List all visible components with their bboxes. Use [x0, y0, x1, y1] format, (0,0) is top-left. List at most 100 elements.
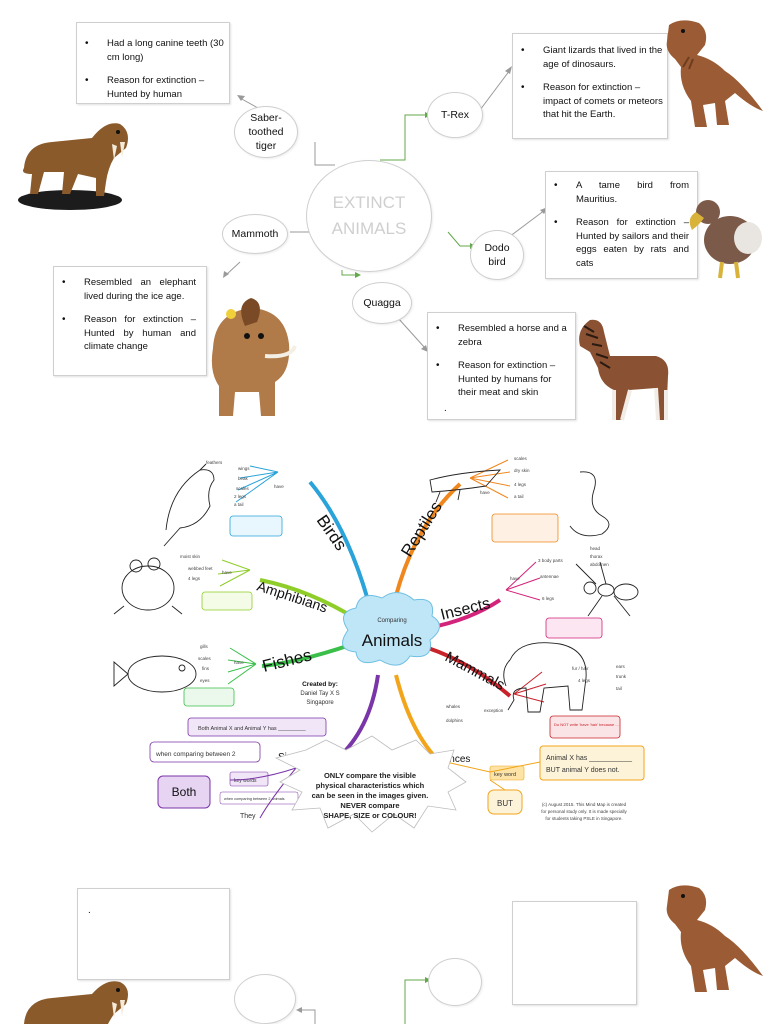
mammal-leaf-3: ears	[616, 664, 626, 669]
note-line-4: NEVER compare	[340, 801, 399, 810]
trex-fact-2: Reason for extinction – impact of comets…	[521, 81, 667, 122]
center-node-extinct-animals: EXTINCT ANIMALS	[306, 160, 432, 272]
saber-toothed-tiger-image-bottom	[24, 981, 128, 1024]
when-comparing-small: when comparing between 2 animals	[224, 797, 285, 801]
note-line-2: physical characteristics which	[316, 781, 425, 790]
node-trex: T-Rex	[427, 92, 483, 138]
birds-leaf-2: wings	[238, 466, 250, 471]
stray-dot: .	[444, 403, 447, 414]
mammal-note: Do NOT write 'have 'hair' because ...	[554, 722, 619, 727]
insect-leaf-1: 3 body parts	[538, 558, 564, 563]
rept-leaf-2: dry skin	[514, 468, 530, 473]
amph-leaf-1: moist skin	[180, 554, 201, 559]
they-label: They	[240, 813, 256, 820]
trex-fact-1: Giant lizards that lived in the age of d…	[521, 44, 667, 71]
fish-leaf-4: eyes	[200, 678, 210, 683]
insect-leaf-4: abdomen	[590, 562, 609, 567]
mammal-leaf-5: tail	[616, 686, 622, 691]
when-comparing-between-2: when comparing between 2	[155, 751, 236, 758]
note-line-3: can be seen in the images given.	[312, 791, 429, 800]
mammal-whales: whales	[446, 704, 461, 709]
node-dodo-bird: Dodo bird	[470, 230, 524, 280]
fish-leaf-1: gills	[200, 644, 209, 649]
rept-leaf-4: a tail	[514, 494, 524, 499]
saber-fact-2: Reason for extinction – Hunted by human	[85, 74, 229, 101]
center-animals: Animals	[362, 631, 422, 650]
mammoth-fact-1: Resembled an elephant lived during the i…	[62, 276, 196, 303]
rept-leaf-3: 4 legs	[514, 482, 527, 487]
mammal-leaf-4: trunk	[616, 674, 627, 679]
copyright-line-2: for personal study only. It is made spec…	[541, 809, 627, 814]
amph-leaf-3: 4 legs	[188, 576, 201, 581]
note-line-1: ONLY compare the visible	[324, 771, 416, 780]
amph-leaf-2: webbed feet	[188, 566, 213, 571]
saber-fact-1: Had a long canine teeth (30 cm long)	[85, 37, 229, 64]
comparing-animals-mind-map: feathers wings beak scales 2 legs a tail…	[113, 456, 645, 833]
branch-reptiles: Reptiles	[397, 498, 446, 560]
blank-box-left: .	[77, 888, 230, 980]
but-animal-y: BUT animal Y does not.	[546, 767, 620, 774]
mammoth-fact-2: Reason for extinction – Hunted by human …	[62, 313, 196, 354]
quagga-fact-2: Reason for extinction – Hunted by humans…	[436, 359, 571, 400]
fish-have: have	[234, 660, 244, 665]
blank-node-right	[428, 958, 482, 1006]
mammal-exception: exception	[484, 708, 504, 713]
birds-leaf-6: a tail	[234, 502, 244, 507]
mammoth-image	[211, 298, 297, 416]
dodo-info-box: A tame bird from Mauritius. Reason for e…	[545, 171, 698, 279]
insect-leaf-5: 6 legs	[542, 596, 555, 601]
author-name: Daniel Tay X S	[300, 691, 339, 697]
blank-node-left	[234, 974, 296, 1024]
branch-fishes: Fishes	[260, 645, 313, 676]
note-line-5: SHAPE, SIZE or COLOUR!	[323, 811, 416, 820]
fish-leaf-2: scales	[198, 656, 212, 661]
center-comparing: Comparing	[377, 618, 406, 624]
but-label: BUT	[497, 799, 513, 808]
branch-amphibians: Amphibians	[255, 578, 330, 616]
quagga-image	[579, 319, 669, 421]
insect-leaf-3: thorax	[590, 554, 603, 559]
node-saber-toothed-tiger: Saber- toothed tiger	[234, 106, 298, 158]
branch-mammals: Mammals	[442, 649, 507, 695]
birds-leaf-4: scales	[236, 486, 250, 491]
trex-info-box: Giant lizards that lived in the age of d…	[512, 33, 668, 139]
insect-leaf-6: antennae	[540, 574, 559, 579]
fish-leaf-3: fins	[202, 666, 210, 671]
mammoth-info-box: Resembled an elephant lived during the i…	[53, 266, 207, 376]
author-place: Singapore	[306, 700, 334, 706]
trex-image	[666, 20, 763, 127]
dodo-fact-1: A tame bird from Mauritius.	[554, 179, 689, 206]
differences-key-word: key word	[494, 772, 516, 778]
dodo-bird-image	[689, 200, 762, 279]
created-by-label: Created by:	[302, 681, 338, 688]
blank-box-dot: .	[88, 905, 91, 916]
amph-have: have	[222, 570, 232, 575]
node-quagga: Quagga	[352, 282, 412, 324]
mammal-leaf-2: 4 legs	[578, 678, 591, 683]
birds-leaf-1: feathers	[206, 460, 223, 465]
rept-leaf-1: scales	[514, 456, 528, 461]
saber-info-box: Had a long canine teeth (30 cm long) Rea…	[76, 22, 230, 104]
both-sentence: Both Animal X and Animal Y has _________	[198, 726, 307, 732]
trex-image-bottom	[666, 885, 763, 992]
birds-have: have	[274, 484, 284, 489]
insect-leaf-2: head	[590, 546, 601, 551]
saber-toothed-tiger-image	[18, 123, 128, 210]
quagga-fact-1: Resembled a horse and a zebra	[436, 322, 571, 349]
animal-x-has: Animal X has ___________	[546, 755, 632, 762]
blank-box-right	[512, 901, 637, 1005]
similarities-key-words: key words	[234, 778, 257, 784]
branch-birds: Birds	[313, 511, 351, 554]
node-mammoth: Mammoth	[222, 214, 288, 254]
dodo-fact-2: Reason for extinction – Hunted by sailor…	[554, 216, 689, 270]
copyright-line-1: (c) August 2015. This Mind Map is create…	[542, 802, 627, 807]
quagga-info-box: Resembled a horse and a zebra Reason for…	[427, 312, 576, 420]
mammal-dolphins: dolphins	[446, 718, 464, 723]
birds-leaf-3: beak	[238, 476, 249, 481]
birds-leaf-5: 2 legs	[234, 494, 247, 499]
rept-have: have	[480, 490, 490, 495]
mind-map-line-art	[113, 463, 639, 713]
mammal-leaf-1: fur / hair	[572, 666, 589, 671]
insect-have: have	[510, 576, 520, 581]
copyright-line-3: for students taking PSLE in Singapore.	[545, 816, 622, 821]
